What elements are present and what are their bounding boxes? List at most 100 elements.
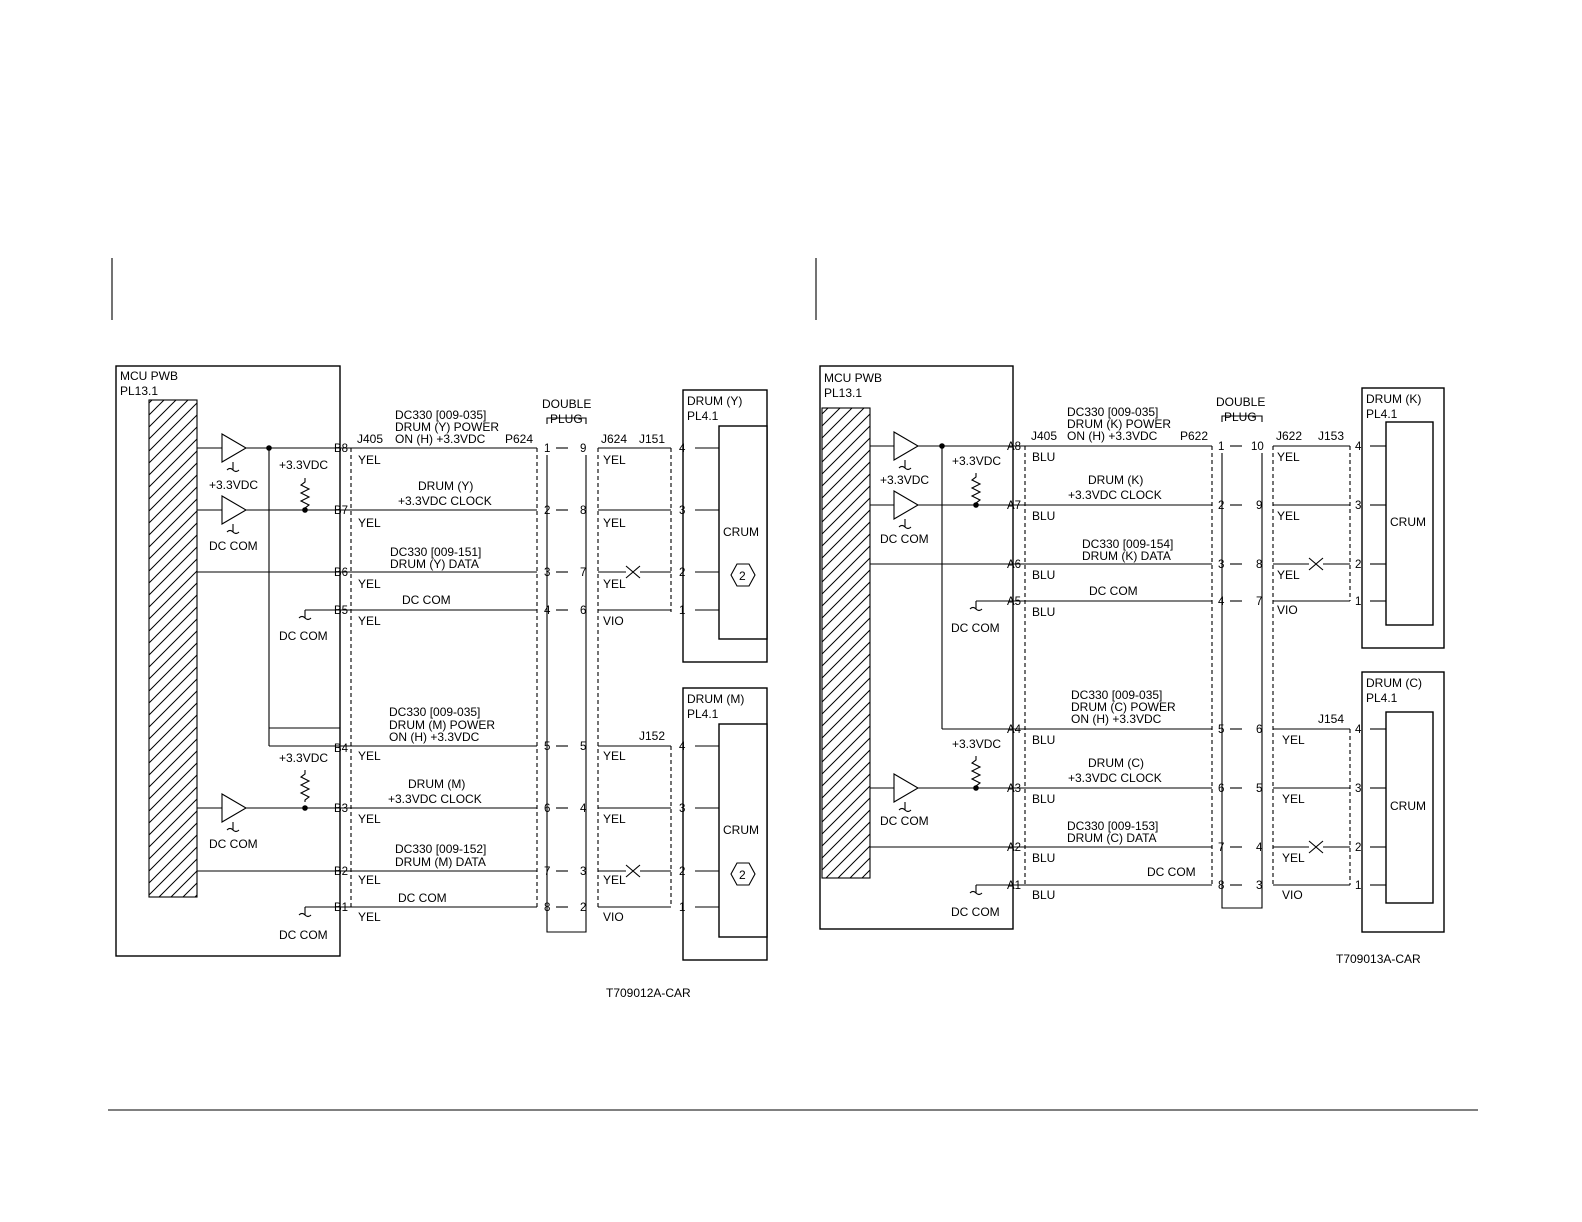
connector-label: J405 [357,432,383,446]
wire-color: YEL [1277,568,1300,582]
signal-label: DRUM (M) DATA [395,855,486,869]
dc-com-label: DC COM [279,928,328,942]
wire-color: YEL [603,812,626,826]
pin-label: A6 [1007,559,1021,571]
dc-com-label: DC COM [279,629,328,643]
signal-label: DC330 [009-035] [1067,405,1158,419]
drum-c-pl: PL4.1 [1366,691,1398,705]
wire-color: VIO [1277,603,1298,617]
wire-color: YEL [603,577,626,591]
pin-number: 2 [679,866,685,878]
signal-label: DC330 [009-035] [395,408,486,422]
crum-label: CRUM [723,823,759,837]
drum-c-label: DRUM (C) [1366,676,1422,690]
pin-label: B6 [334,567,348,579]
wire-color: YEL [358,516,381,530]
pin-number: 6 [1218,783,1224,795]
signal-label: DRUM (Y) DATA [390,557,479,571]
drum-y-label: DRUM (Y) [687,394,742,408]
drum-m-pl: PL4.1 [687,707,719,721]
pin-number: 8 [1218,880,1224,892]
drum-m-label: DRUM (M) [687,692,744,706]
signal-label: DC330 [009-153] [1067,819,1158,833]
wire-color: YEL [603,516,626,530]
signal-label: DRUM (M) POWER [389,718,495,732]
crum-label: CRUM [1390,799,1426,813]
mcu-pwb-pl: PL13.1 [120,384,158,398]
signal-label: DC330 [009-154] [1082,537,1173,551]
signal-label: DC COM [1147,865,1196,879]
pin-number: 2 [580,902,586,914]
signal-label: DRUM (C) POWER [1071,700,1176,714]
drum-k-pl: PL4.1 [1366,407,1398,421]
pin-number: 5 [544,741,550,753]
pin-number: 2 [679,567,685,579]
dc-com-label: DC COM [209,837,258,851]
buffer-supply-label: +3.3VDC [880,473,929,487]
crum-k-box [1385,421,1434,626]
signal-label: ON (H) +3.3VDC [1071,712,1162,726]
pin-number: 4 [1355,724,1362,736]
dc-com-label: DC COM [209,539,258,553]
pin-number: 10 [1251,441,1264,453]
wire-color: YEL [358,453,381,467]
pin-number: 8 [580,505,586,517]
wire-color: YEL [1282,733,1305,747]
pin-label: B2 [334,866,348,878]
connector-label: J405 [1031,429,1057,443]
pin-label: A3 [1007,783,1021,795]
buffer-supply-label: +3.3VDC [209,478,258,492]
pin-label: B7 [334,505,348,517]
wire-color: YEL [603,749,626,763]
wire-color: YEL [358,873,381,887]
pin-number: 4 [544,605,551,617]
wire-color: BLU [1032,450,1055,464]
pin-number: 1 [1355,596,1361,608]
connector-label: P624 [505,432,533,446]
pin-number: 5 [1218,724,1224,736]
pin-number: 1 [1218,441,1224,453]
pin-number: 7 [1256,596,1262,608]
pin-number: 5 [580,741,586,753]
pin-number: 8 [544,902,550,914]
pin-number: 1 [679,902,685,914]
pullup-supply-label: +3.3VDC [279,751,328,765]
wire-color: YEL [358,910,381,924]
wire-color: BLU [1032,568,1055,582]
wire-color: BLU [1032,851,1055,865]
drum-k-label: DRUM (K) [1366,392,1421,406]
dc-com-label: DC COM [951,621,1000,635]
wire-color: YEL [603,453,626,467]
pin-number: 3 [679,505,685,517]
figure-id: T709013A-CAR [1336,952,1421,966]
pin-number: 6 [544,803,550,815]
mcu-pwb-label: MCU PWB [120,369,178,383]
signal-label: DRUM (K) [1088,473,1143,487]
double-plug-label: PLUG [550,412,583,426]
signal-label: DC330 [009-035] [389,705,480,719]
connector-label: P622 [1180,429,1208,443]
signal-label: DRUM (C) [1088,756,1144,770]
pin-number: 2 [1355,842,1361,854]
pin-label: B4 [334,743,349,755]
pin-label: A7 [1007,500,1021,512]
crum-label: CRUM [723,525,759,539]
crum-label: CRUM [1390,515,1426,529]
wire-color: BLU [1032,605,1055,619]
crum-c-box [1385,711,1434,904]
wire-color: YEL [358,749,381,763]
wire-color: YEL [358,577,381,591]
pin-label: B3 [334,803,348,815]
connector-label: J153 [1318,429,1344,443]
mcu-hatch [821,407,871,879]
signal-code: DC330 [009-152] [395,842,486,856]
signal-label: +3.3VDC CLOCK [398,494,492,508]
wire-color: YEL [358,614,381,628]
wire-color: YEL [603,873,626,887]
signal-label: DC330 [009-152] [395,842,486,856]
double-plug-label: DOUBLE [542,397,591,411]
signal-label: ON (H) +3.3VDC [389,730,480,744]
signal-label: +3.3VDC CLOCK [388,792,482,806]
double-plug-label: DOUBLE [1216,395,1265,409]
wire-color: VIO [603,614,624,628]
